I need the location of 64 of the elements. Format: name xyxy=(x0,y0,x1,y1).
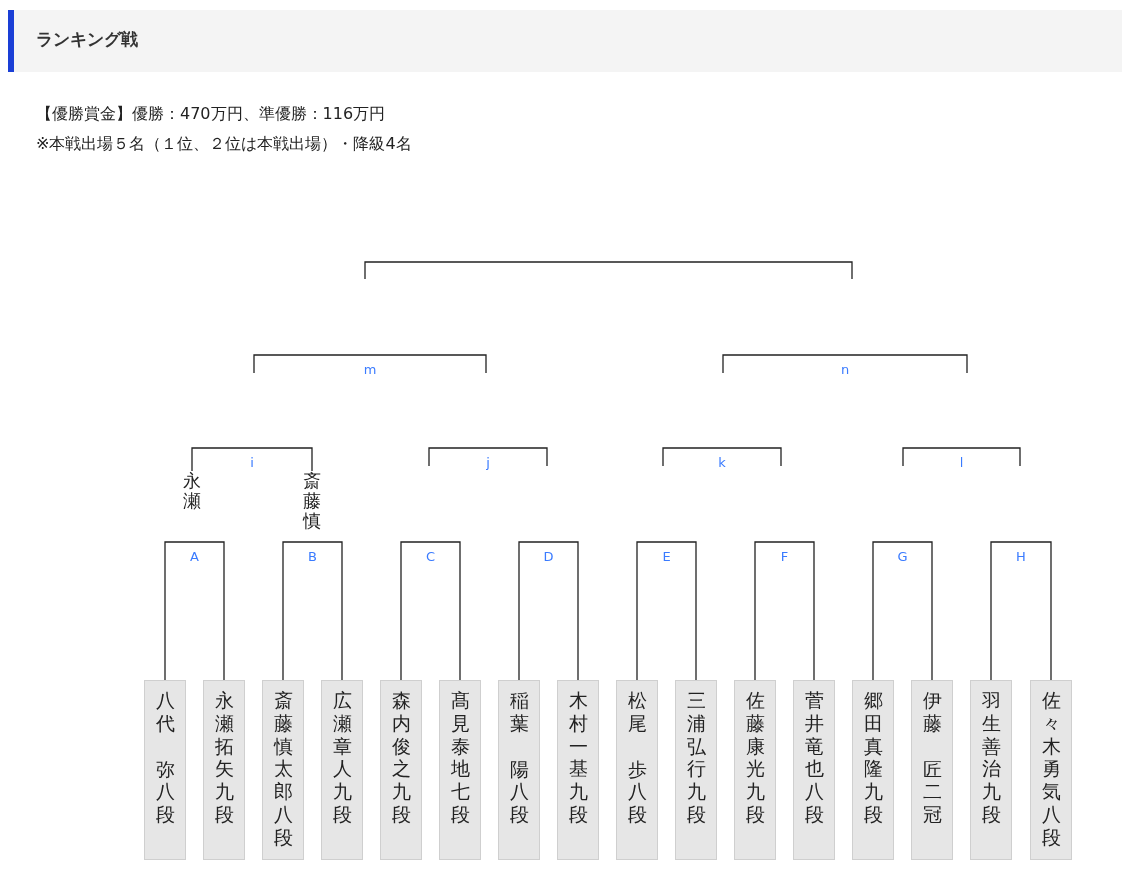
match-label: j xyxy=(486,456,490,469)
player-name: 匠二冠 xyxy=(922,757,942,826)
match-label: D xyxy=(543,550,554,563)
bracket-line xyxy=(164,541,225,681)
player-name: 佐藤康光九段 xyxy=(745,689,765,826)
match-label: G xyxy=(897,550,908,563)
prize-text: 【優勝賞金】優勝：470万円、準優勝：116万円 xyxy=(36,104,386,125)
player-name: 髙見泰地七段 xyxy=(450,689,470,826)
player-name: 弥八段 xyxy=(155,757,175,826)
winner-name: 斎藤慎 xyxy=(303,471,321,531)
match-label: E xyxy=(662,550,671,563)
bracket-line xyxy=(400,541,461,681)
player-name: 佐々木勇気八段 xyxy=(1041,689,1061,849)
match-label: l xyxy=(959,456,964,469)
name-card xyxy=(439,680,481,860)
winner-name: 永瀬 xyxy=(183,471,201,511)
name-card xyxy=(675,680,717,860)
player-name: 斎藤慎太郎八段 xyxy=(273,689,293,849)
name-card xyxy=(557,680,599,860)
match-label: i xyxy=(250,456,254,469)
name-card xyxy=(144,680,186,860)
bracket-line xyxy=(872,541,933,681)
bracket-line xyxy=(191,447,313,472)
match-label: H xyxy=(1016,550,1026,563)
player-name: 三浦弘行九段 xyxy=(686,689,706,826)
name-card xyxy=(203,680,245,860)
note-text: ※本戦出場５名（１位、２位は本戦出場）・降級4名 xyxy=(36,134,412,155)
player-name: 羽生善治九段 xyxy=(981,689,1001,826)
match-label: B xyxy=(308,550,317,563)
name-card xyxy=(911,680,953,860)
name-card xyxy=(616,680,658,860)
name-card xyxy=(380,680,422,860)
player-name: 森内俊之九段 xyxy=(391,689,411,826)
player-name: 松尾 xyxy=(627,689,647,735)
match-label: C xyxy=(425,550,436,563)
bracket-line xyxy=(518,541,579,681)
player-name: 郷田真隆九段 xyxy=(863,689,883,826)
match-label: A xyxy=(190,550,199,563)
player-name: 八代 xyxy=(155,689,175,735)
player-name: 伊藤 xyxy=(922,689,942,735)
player-name: 歩八段 xyxy=(627,757,647,826)
name-card xyxy=(852,680,894,860)
name-card xyxy=(321,680,363,860)
player-name: 陽八段 xyxy=(509,757,529,826)
player-name: 永瀬拓矢九段 xyxy=(214,689,234,826)
player-name: 木村一基九段 xyxy=(568,689,588,826)
match-label: m xyxy=(363,363,377,376)
player-name: 稲葉 xyxy=(509,689,529,735)
match-label: F xyxy=(780,550,789,563)
bracket-line xyxy=(990,541,1052,681)
title: ランキング戦 xyxy=(36,28,138,51)
player-name: 菅井竜也八段 xyxy=(804,689,824,826)
name-card xyxy=(970,680,1012,860)
name-card xyxy=(734,680,776,860)
name-card xyxy=(1030,680,1072,860)
name-card xyxy=(498,680,540,860)
name-card xyxy=(793,680,835,860)
bracket-line xyxy=(636,541,697,681)
bracket-line xyxy=(754,541,815,681)
match-label: n xyxy=(840,363,850,376)
bracket-line xyxy=(282,541,343,681)
name-card xyxy=(262,680,304,860)
player-name: 広瀬章人九段 xyxy=(332,689,352,826)
match-label: k xyxy=(718,456,726,469)
